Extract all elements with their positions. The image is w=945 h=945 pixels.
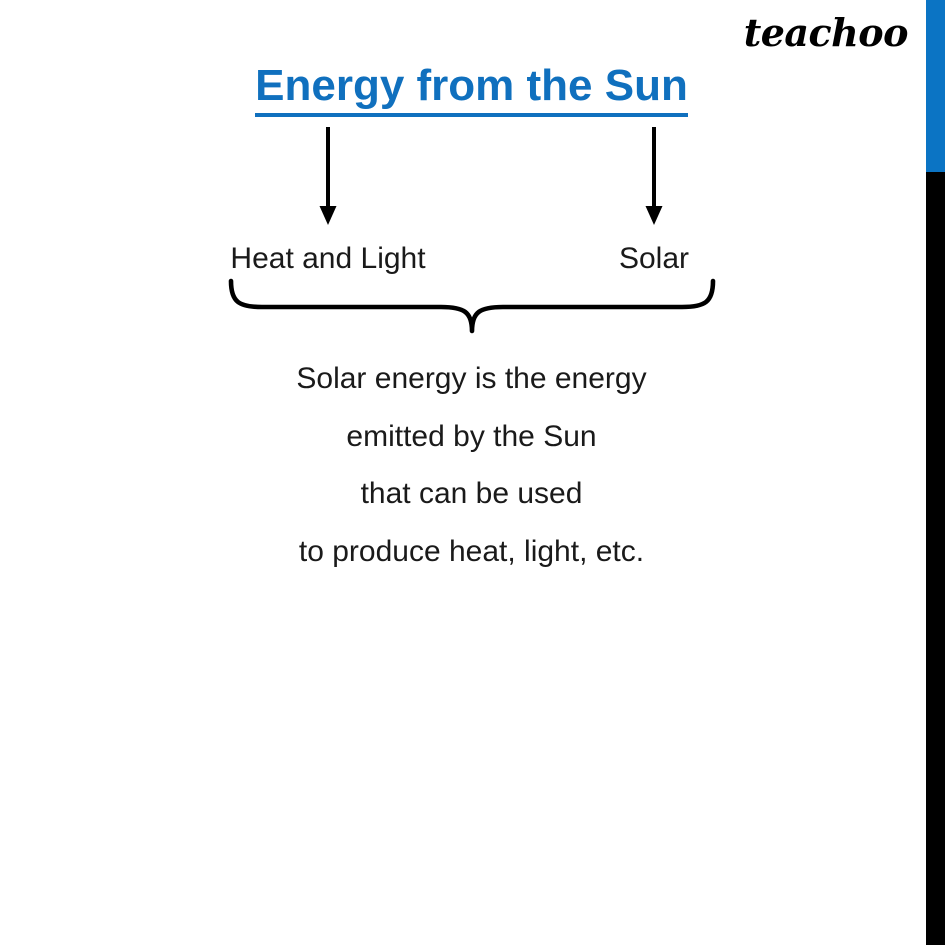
definition-line-3: that can be used xyxy=(360,477,583,510)
page-title: Energy from the Sun xyxy=(0,62,945,117)
right-edge-blue-bar xyxy=(926,0,945,172)
page-title-text: Energy from the Sun xyxy=(255,62,688,117)
down-arrow-icon-solar xyxy=(641,127,667,225)
definition-block: Solar energy is the energy emitted by th… xyxy=(0,350,945,580)
branch-label-heat-light: Heat and Light xyxy=(230,242,426,275)
right-edge-black-bar xyxy=(926,172,945,945)
teachoo-logo: teachoo xyxy=(743,10,909,55)
down-arrow-icon-heat-light xyxy=(315,127,341,225)
branch-label-solar: Solar xyxy=(618,242,690,275)
definition-line-2: emitted by the Sun xyxy=(346,419,597,453)
definition-line-1: Solar energy is the energy xyxy=(296,362,647,395)
curly-brace-icon xyxy=(222,274,724,338)
definition-line-4: to produce heat, light, etc. xyxy=(298,534,645,568)
